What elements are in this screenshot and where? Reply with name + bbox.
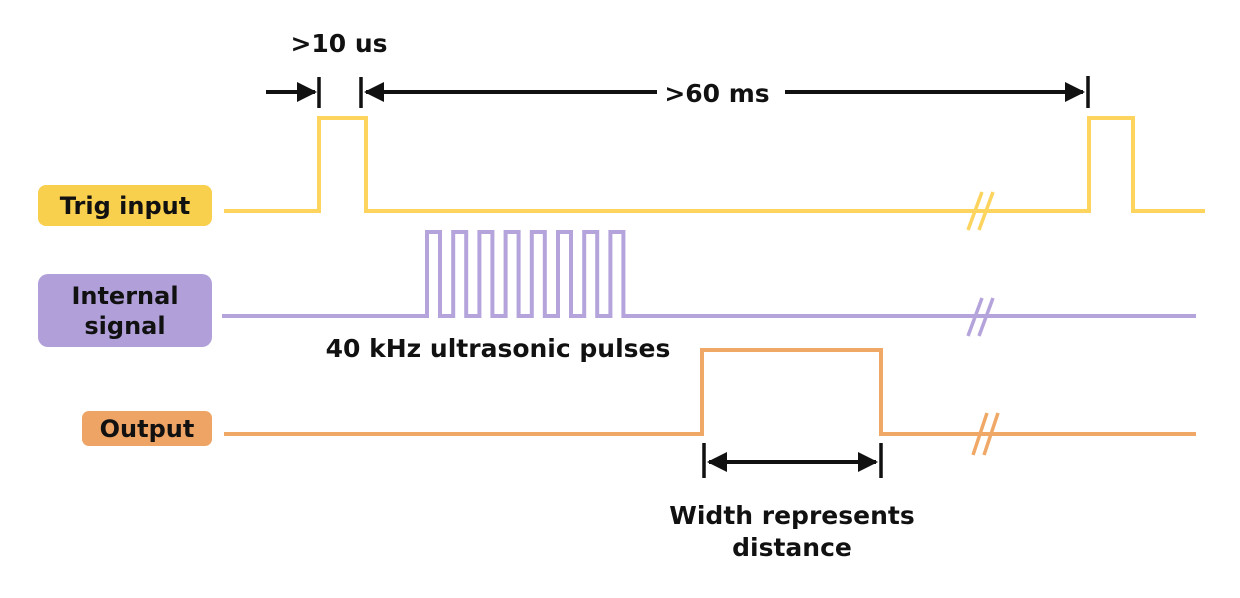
internal-signal-label-line1: Internal xyxy=(71,282,178,310)
pulses-label: 40 kHz ultrasonic pulses xyxy=(326,334,671,363)
output-tag: Output xyxy=(82,411,212,446)
cycle-label: >60 ms xyxy=(664,79,769,108)
echo-width-label-line2: distance xyxy=(732,533,852,562)
output-waveform xyxy=(224,348,1196,436)
trigger-width-label: >10 us xyxy=(290,29,387,58)
output-label: Output xyxy=(100,415,195,443)
internal-signal-tag-bg xyxy=(38,274,212,347)
internal-signal-tag: Internal signal xyxy=(38,274,212,347)
internal-signal-label-line2: signal xyxy=(84,312,165,340)
trig-input-label: Trig input xyxy=(60,192,190,220)
trig-input-waveform xyxy=(224,116,1205,213)
output-tag-bg xyxy=(82,411,212,446)
trig-input-tag-bg xyxy=(38,185,212,226)
trig-input-tag: Trig input xyxy=(38,185,212,226)
internal-break-mark xyxy=(966,297,995,337)
trig-break-mark xyxy=(966,191,995,231)
echo-width-label-line1: Width represents xyxy=(669,501,914,530)
output-break-mark xyxy=(971,412,1000,456)
internal-signal-waveform xyxy=(222,230,1196,318)
